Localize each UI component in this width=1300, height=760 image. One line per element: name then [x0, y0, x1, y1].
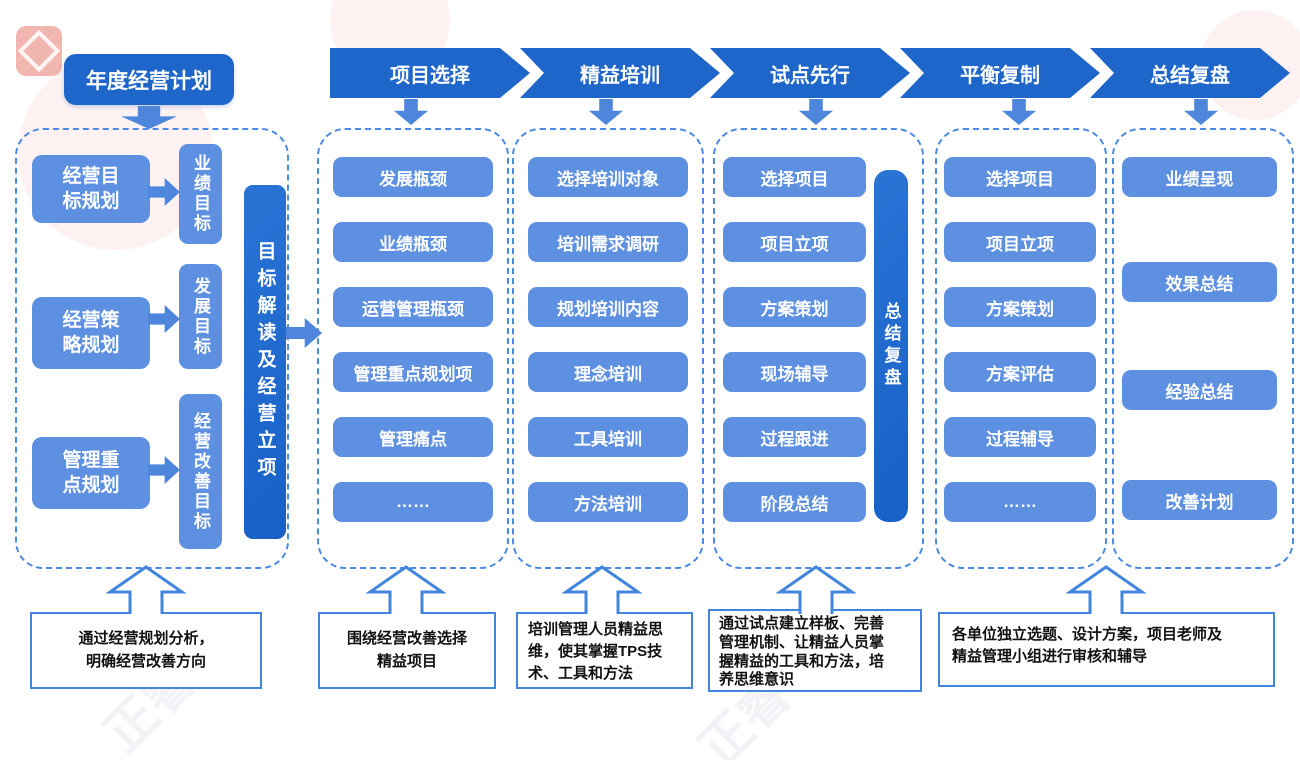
- step-item: 改善计划: [1122, 480, 1277, 520]
- right-arrow-icon: [148, 305, 180, 333]
- target-box: 业绩目标: [179, 144, 222, 244]
- step-item: ……: [333, 482, 493, 522]
- plan-box: 经营策 略规划: [32, 297, 150, 369]
- panel-project-selection: 发展瓶颈 业绩瓶颈 运营管理瓶颈 管理重点规划项 管理痛点 ……: [317, 128, 509, 569]
- stage-chevron-summary-review: 总结复盘: [1090, 48, 1290, 98]
- step-item: 方案评估: [944, 352, 1096, 392]
- up-arrow-icon: [1066, 565, 1146, 614]
- step-item: ……: [944, 482, 1096, 522]
- note-pilot-first: 通过试点建立样板、完善 管理机制、让精益人员掌 握精益的工具和方法，培 养思维意…: [708, 609, 922, 692]
- step-item: 运营管理瓶颈: [333, 287, 493, 327]
- note-replication: 各单位独立选题、设计方案，项目老师及 精益管理小组进行审核和辅导: [938, 612, 1275, 687]
- step-item: 发展瓶颈: [333, 157, 493, 197]
- right-arrow-icon: [148, 456, 180, 484]
- step-item: 业绩瓶颈: [333, 222, 493, 262]
- down-arrow-icon: [589, 99, 623, 125]
- plan-box: 经营目 标规划: [32, 155, 150, 223]
- step-item: 培训需求调研: [528, 222, 688, 262]
- step-item: 理念培训: [528, 352, 688, 392]
- step-item: 效果总结: [1122, 262, 1277, 302]
- step-item: 现场辅导: [723, 352, 866, 392]
- step-item: 业绩呈现: [1122, 157, 1277, 197]
- annual-plan-box: 年度经营计划: [64, 54, 234, 105]
- panel-summary-review: 业绩呈现 效果总结 经验总结 改善计划: [1112, 128, 1294, 569]
- step-item: 选择项目: [944, 157, 1096, 197]
- down-arrow-icon: [1184, 99, 1218, 125]
- step-item: 过程跟进: [723, 417, 866, 457]
- up-arrow-icon: [562, 565, 642, 614]
- step-item: 管理重点规划项: [333, 352, 493, 392]
- down-arrow-icon: [394, 99, 428, 125]
- stage-chevron-project-selection: 项目选择: [330, 48, 530, 98]
- step-item: 方法培训: [528, 482, 688, 522]
- down-arrow-icon: [799, 99, 833, 125]
- plan-box: 管理重 点规划: [32, 437, 150, 509]
- stage-chevron-pilot-first: 试点先行: [710, 48, 910, 98]
- goal-interpretation-bar: 目标解读及经营立项: [244, 185, 286, 539]
- step-item: 阶段总结: [723, 482, 866, 522]
- right-arrow-icon: [148, 178, 180, 206]
- step-item: 选择培训对象: [528, 157, 688, 197]
- summary-review-bar: 总结复盘: [874, 170, 908, 522]
- step-item: 项目立项: [723, 222, 866, 262]
- note-project-selection: 围绕经营改善选择 精益项目: [318, 612, 496, 689]
- step-item: 工具培训: [528, 417, 688, 457]
- panel-lean-training: 选择培训对象 培训需求调研 规划培训内容 理念培训 工具培训 方法培训: [512, 128, 704, 569]
- target-box: 经营改善目标: [179, 394, 222, 549]
- step-item: 方案策划: [723, 287, 866, 327]
- up-arrow-icon: [776, 565, 856, 614]
- step-item: 管理痛点: [333, 417, 493, 457]
- step-item: 选择项目: [723, 157, 866, 197]
- stage-chevron-balanced-replication: 平衡复制: [900, 48, 1100, 98]
- step-item: 方案策划: [944, 287, 1096, 327]
- step-item: 项目立项: [944, 222, 1096, 262]
- step-item: 规划培训内容: [528, 287, 688, 327]
- panel-pilot-first: 选择项目 项目立项 方案策划 现场辅导 过程跟进 阶段总结 总结复盘: [713, 128, 924, 569]
- up-arrow-icon: [366, 565, 446, 614]
- step-item: 过程辅导: [944, 417, 1096, 457]
- panel-balanced-replication: 选择项目 项目立项 方案策划 方案评估 过程辅导 ……: [935, 128, 1107, 569]
- up-arrow-icon: [106, 565, 186, 614]
- step-item: 经验总结: [1122, 370, 1277, 410]
- watermark-logo: [16, 26, 62, 76]
- down-arrow-icon: [1002, 99, 1036, 125]
- target-box: 发展目标: [179, 264, 222, 369]
- note-planning: 通过经营规划分析， 明确经营改善方向: [30, 612, 262, 689]
- panel-planning: 经营目 标规划 经营策 略规划 管理重 点规划 业绩目标 发展目标 经营改善目标…: [15, 128, 289, 569]
- stage-chevron-lean-training: 精益培训: [520, 48, 720, 98]
- note-lean-training: 培训管理人员精益思 维，使其掌握TPS技 术、工具和方法: [516, 612, 693, 689]
